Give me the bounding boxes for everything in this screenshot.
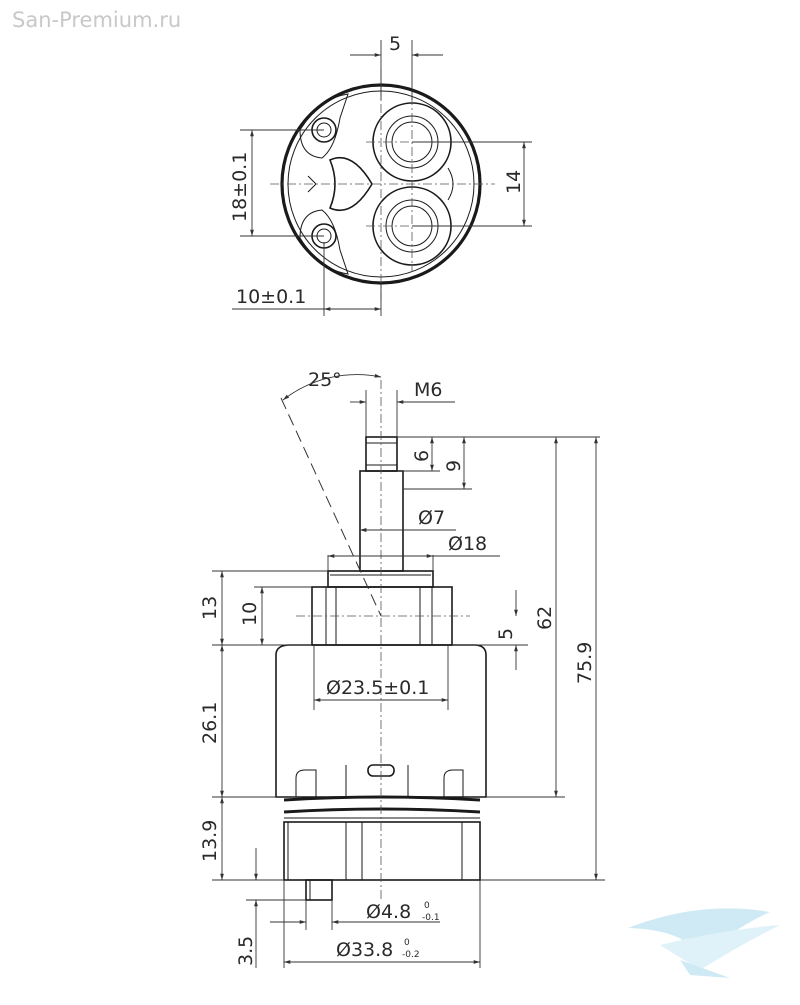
tol-33-8-lower: -0.2	[402, 950, 420, 960]
dim-m6: M6	[414, 379, 442, 401]
dim-5: 5	[389, 33, 401, 55]
dim-62: 62	[534, 606, 556, 630]
dim-dia18: Ø18	[448, 533, 487, 555]
dim-5-side: 5	[495, 628, 517, 640]
tol-33-8-upper: 0	[404, 938, 410, 948]
dim-dia4-8: Ø4.8	[366, 901, 411, 923]
lug-upper	[299, 93, 349, 159]
dim-dia7: Ø7	[418, 507, 445, 529]
dim-75-9: 75.9	[574, 642, 596, 684]
tol-4-8-upper: 0	[424, 901, 430, 911]
dim-angle: 25°	[308, 369, 342, 391]
dim-10: 10±0.1	[236, 286, 306, 308]
dim-18: 18±0.1	[229, 152, 251, 222]
dim-dia33-8: Ø33.8	[336, 939, 393, 961]
dim-6: 6	[411, 450, 433, 462]
bottom-pin	[305, 879, 333, 901]
dim-13-9: 13.9	[199, 820, 221, 862]
dim-10-side: 10	[239, 602, 261, 626]
watermark-text: San-Premium.ru	[12, 8, 182, 32]
dim-14: 14	[503, 170, 525, 194]
side-view: 25° M6 6 9 Ø7 Ø18	[199, 369, 605, 968]
collar	[327, 570, 434, 588]
dim-9: 9	[443, 460, 465, 472]
dim-dia23-5: Ø23.5±0.1	[326, 677, 429, 699]
dim-13: 13	[199, 596, 221, 620]
dim-26-1: 26.1	[199, 702, 221, 744]
bird-logo-icon	[628, 908, 780, 978]
base	[283, 821, 481, 881]
tol-4-8-lower: -0.1	[422, 913, 440, 923]
dim-3-5: 3.5	[235, 936, 257, 966]
stem-thread	[365, 436, 398, 472]
top-view: 5 18±0.1 14 10±0.1	[229, 33, 532, 316]
